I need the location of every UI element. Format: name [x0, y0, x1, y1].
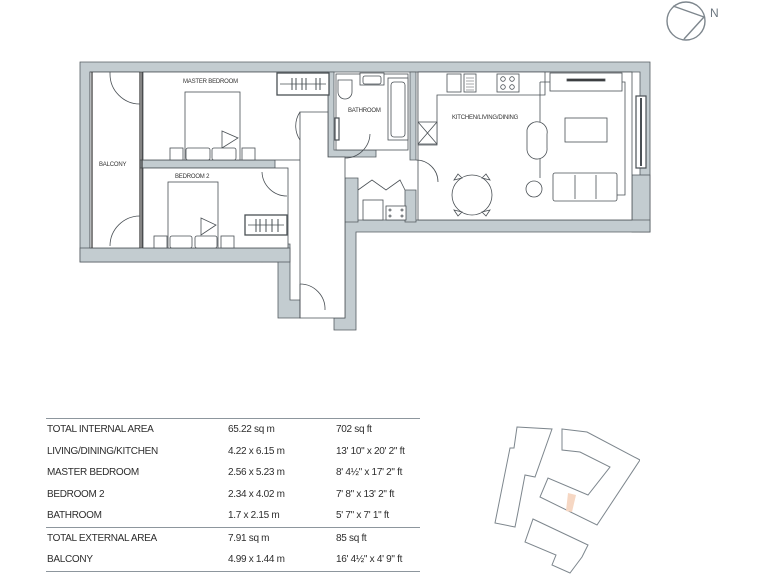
row-imperial: 702 sq ft: [336, 424, 372, 436]
row-label: LIVING/DINING/KITCHEN: [47, 445, 158, 457]
table-row: BEDROOM 2 2.34 x 4.02 m 7' 8" x 13' 2" f…: [46, 484, 420, 506]
table-row: BATHROOM 1.7 x 2.15 m 5' 7" x 7' 1" ft: [46, 505, 420, 527]
row-imperial: 16' 4½" x 4' 9" ft: [336, 554, 403, 566]
row-imperial: 8' 4½" x 17' 2" ft: [336, 467, 403, 479]
north-label: N: [710, 6, 719, 20]
site-keyplan-icon: [494, 426, 640, 574]
table-row: LIVING/DINING/KITCHEN 4.22 x 6.15 m 13' …: [46, 441, 420, 463]
row-metric: 4.99 x 1.44 m: [228, 554, 285, 566]
row-label: BEDROOM 2: [47, 488, 105, 500]
row-metric: 1.7 x 2.15 m: [228, 510, 280, 522]
row-label: MASTER BEDROOM: [47, 467, 139, 479]
row-imperial: 7' 8" x 13' 2" ft: [336, 488, 395, 500]
row-label: BATHROOM: [47, 510, 102, 522]
row-imperial: 85 sq ft: [336, 532, 367, 544]
row-metric: 2.56 x 5.23 m: [228, 467, 285, 479]
table-row: BALCONY 4.99 x 1.44 m 16' 4½" x 4' 9" ft: [46, 549, 420, 572]
row-metric: 4.22 x 6.15 m: [228, 445, 285, 457]
area-schedule-table: TOTAL INTERNAL AREA 65.22 sq m 702 sq ft…: [46, 418, 420, 572]
row-imperial: 13' 10" x 20' 2" ft: [336, 445, 405, 457]
row-metric: 65.22 sq m: [228, 424, 275, 436]
row-label: BALCONY: [47, 554, 93, 566]
north-compass-icon: [666, 1, 706, 41]
room-label-bedroom-2: BEDROOM 2: [175, 174, 210, 180]
row-label: TOTAL EXTERNAL AREA: [47, 532, 157, 544]
table-row: MASTER BEDROOM 2.56 x 5.23 m 8' 4½" x 17…: [46, 462, 420, 484]
row-label: TOTAL INTERNAL AREA: [47, 424, 154, 436]
row-imperial: 5' 7" x 7' 1" ft: [336, 510, 389, 522]
row-metric: 2.34 x 4.02 m: [228, 488, 285, 500]
row-metric: 7.91 sq m: [228, 532, 270, 544]
room-label-master-bedroom: MASTER BEDROOM: [183, 79, 238, 85]
room-label-balcony: BALCONY: [99, 162, 126, 168]
floor-plan: MASTER BEDROOM BEDROOM 2 BALCONY BATHROO…: [79, 61, 651, 331]
room-label-bathroom: BATHROOM: [348, 108, 381, 114]
table-row: TOTAL EXTERNAL AREA 7.91 sq m 85 sq ft: [46, 526, 420, 550]
table-row: TOTAL INTERNAL AREA 65.22 sq m 702 sq ft: [46, 418, 420, 441]
room-label-kitchen-living-dining: KITCHEN/LIVING/DINING: [452, 115, 519, 121]
